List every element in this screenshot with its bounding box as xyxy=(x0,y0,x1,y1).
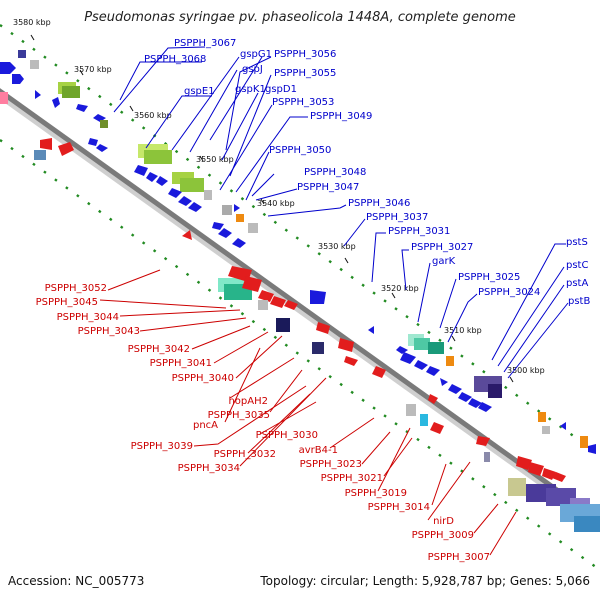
gene-label-reverse: avrB4-1 xyxy=(299,445,338,456)
gene-label-forward: PSPPH_3053 xyxy=(272,97,334,108)
gene-label-forward: PSPPH_3068 xyxy=(144,54,206,65)
gene-label-reverse: nirD xyxy=(433,516,454,527)
gene-label-reverse: PSPPH_3030 xyxy=(256,430,318,441)
gene-label-reverse: PSPPH_3035 xyxy=(208,410,270,421)
gene-label-reverse: PSPPH_3042 xyxy=(128,344,190,355)
gene-label-forward: PSPPH_3037 xyxy=(366,212,428,223)
tick-label: 3580 kbp xyxy=(13,18,51,27)
gene-label-forward: PSPPH_3027 xyxy=(411,242,473,253)
gene-label-forward: pstB xyxy=(568,296,590,307)
reverse-features xyxy=(0,92,600,532)
tick-label: 3560 kbp xyxy=(134,111,172,120)
gene-label-reverse: PSPPH_3023 xyxy=(300,459,362,470)
gene-label-reverse: pncA xyxy=(193,420,218,431)
gene-label-reverse: PSPPH_3009 xyxy=(412,530,474,541)
forward-labels: PSPPH_3067 PSPPH_3068 gspE1 gspG1 gspJ g… xyxy=(144,38,590,307)
gene-label-forward: gspD1 xyxy=(265,84,297,95)
gene-label-reverse: PSPPH_3007 xyxy=(428,552,490,563)
forward-leaders xyxy=(113,46,569,379)
gene-label-forward: PSPPH_3025 xyxy=(458,272,520,283)
gene-label-reverse: PSPPH_3039 xyxy=(131,441,193,452)
gene-label-forward: PSPPH_3046 xyxy=(348,198,410,209)
tick-label: 3550 kbp xyxy=(196,155,234,164)
tick-labels: 3580 kbp 3570 kbp 3560 kbp 3550 kbp 3540… xyxy=(13,18,545,375)
tick-label: 3500 kbp xyxy=(507,366,545,375)
gene-label-reverse: PSPPH_3019 xyxy=(345,488,407,499)
gene-label-forward: gspK1 xyxy=(235,84,266,95)
gene-label-forward: PSPPH_3048 xyxy=(304,167,366,178)
backbone-shadow xyxy=(0,90,600,530)
gene-label-forward: pstC xyxy=(566,260,588,271)
gene-label-reverse: PSPPH_3041 xyxy=(150,358,212,369)
gene-label-reverse: PSPPH_3032 xyxy=(214,449,276,460)
gene-label-forward: PSPPH_3024 xyxy=(478,287,540,298)
tick-label: 3570 kbp xyxy=(74,65,112,74)
tick-label: 3510 kbp xyxy=(444,326,482,335)
tick-label: 3540 kbp xyxy=(257,199,295,208)
gene-label-reverse: PSPPH_3034 xyxy=(178,463,240,474)
gene-label-forward: PSPPH_3056 xyxy=(274,49,336,60)
gene-label-forward: PSPPH_3047 xyxy=(297,182,359,193)
genome-backbone xyxy=(0,88,600,524)
reverse-labels: PSPPH_3052 PSPPH_3045 PSPPH_3044 PSPPH_3… xyxy=(36,283,490,563)
gene-label-forward: garK xyxy=(432,256,456,267)
gene-label-forward: PSPPH_3050 xyxy=(269,145,331,156)
accession-text: Accession: NC_005773 xyxy=(8,574,145,588)
dotted-tracks xyxy=(0,24,600,571)
gene-label-forward: PSPPH_3031 xyxy=(388,226,450,237)
gene-label-reverse: PSPPH_3040 xyxy=(172,373,234,384)
reverse-leaders xyxy=(99,269,517,556)
gene-label-reverse: PSPPH_3021 xyxy=(321,473,383,484)
gene-label-reverse: PSPPH_3045 xyxy=(36,297,98,308)
gene-label-forward: pstS xyxy=(566,237,588,248)
gene-label-reverse: hopAH2 xyxy=(228,396,268,407)
gene-label-reverse: PSPPH_3044 xyxy=(57,312,119,323)
gene-label-forward: gspE1 xyxy=(184,86,215,97)
gene-label-forward: PSPPH_3055 xyxy=(274,68,336,79)
tick-marks xyxy=(30,34,514,383)
gene-label-forward: pstA xyxy=(566,278,588,289)
gene-label-forward: PSPPH_3067 xyxy=(174,38,236,49)
gene-label-forward: gspG1 xyxy=(240,49,272,60)
gene-label-reverse: PSPPH_3043 xyxy=(78,326,140,337)
forward-features xyxy=(0,50,596,454)
genome-stats-text: Topology: circular; Length: 5,928,787 bp… xyxy=(260,574,590,588)
gene-label-forward: gspJ xyxy=(242,64,263,75)
gene-label-reverse: PSPPH_3014 xyxy=(368,502,430,513)
gene-label-forward: PSPPH_3049 xyxy=(310,111,372,122)
tick-label: 3530 kbp xyxy=(318,242,356,251)
gene-label-reverse: PSPPH_3052 xyxy=(45,283,107,294)
map-title: Pseudomonas syringae pv. phaseolicola 14… xyxy=(84,10,516,25)
tick-label: 3520 kbp xyxy=(381,284,419,293)
